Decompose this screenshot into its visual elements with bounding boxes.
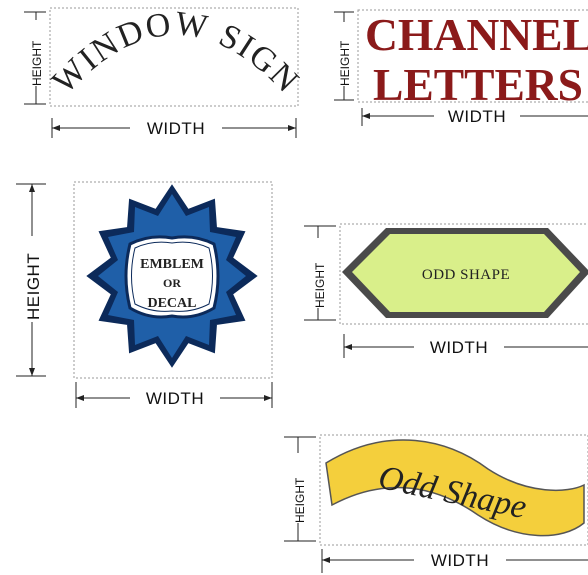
window-sign-text: WINDOW SIGN [45, 5, 305, 101]
svg-text:WINDOW SIGN: WINDOW SIGN [45, 5, 305, 101]
channel-letters-panel: HEIGHT WIDTH CHANNEL LETTERS [318, 0, 588, 150]
emblem-width-label: WIDTH [146, 389, 204, 408]
odd-banner-height-label: HEIGHT [293, 477, 307, 523]
window-sign-panel: HEIGHT WIDTH WINDOW SIGN [0, 0, 305, 150]
channel-letters-line2: LETTERS [373, 59, 583, 110]
odd-banner-width-label: WIDTH [431, 551, 489, 570]
odd-hex-height-label: HEIGHT [313, 262, 327, 308]
channel-letters-line1: CHANNEL [365, 9, 588, 60]
window-sign-width-label: WIDTH [147, 119, 205, 138]
window-sign-height-label: HEIGHT [30, 40, 44, 86]
emblem-panel: HEIGHT WIDTH EMBLEM OR DECAL [0, 170, 290, 415]
channel-letters-height-label: HEIGHT [338, 40, 352, 86]
emblem-line1: EMBLEM [140, 257, 204, 272]
odd-hex-width-label: WIDTH [430, 338, 488, 357]
odd-shape-banner-panel: HEIGHT WIDTH Odd Shape [278, 425, 588, 575]
emblem-line3: DECAL [147, 296, 196, 311]
odd-hex-text: ODD SHAPE [422, 267, 510, 283]
emblem-line2: OR [163, 276, 181, 290]
emblem-height-label: HEIGHT [24, 253, 43, 320]
odd-shape-hex-panel: HEIGHT WIDTH ODD SHAPE [298, 210, 588, 370]
